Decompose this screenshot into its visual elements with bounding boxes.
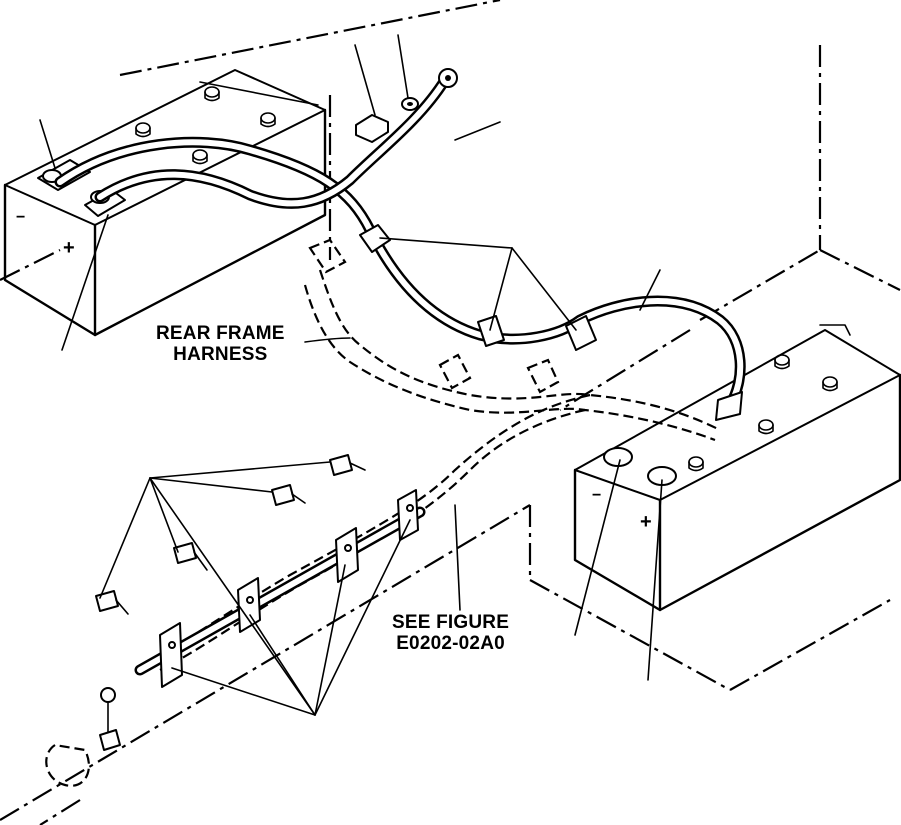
lower-cable-and-brackets — [95, 454, 426, 751]
left-battery-minus-symbol: − — [16, 209, 25, 226]
rear-frame-harness — [45, 238, 721, 787]
right-battery-plus-symbol: + — [640, 511, 652, 533]
left-battery-plus-symbol: + — [63, 237, 75, 259]
right-battery-minus-symbol: − — [592, 487, 601, 504]
see-figure-label: SEE FIGURE E0202-02A0 — [392, 612, 509, 654]
see-figure-label-line1: SEE FIGURE — [392, 612, 510, 633]
rear-frame-harness-label: REAR FRAME HARNESS — [156, 323, 285, 365]
rear-frame-label-line2: HARNESS — [173, 344, 268, 365]
rear-frame-label-line1: REAR FRAME — [156, 323, 285, 344]
battery-cables — [54, 68, 746, 421]
see-figure-label-line2: E0202-02A0 — [396, 633, 505, 654]
leader-lines — [39, 34, 663, 716]
